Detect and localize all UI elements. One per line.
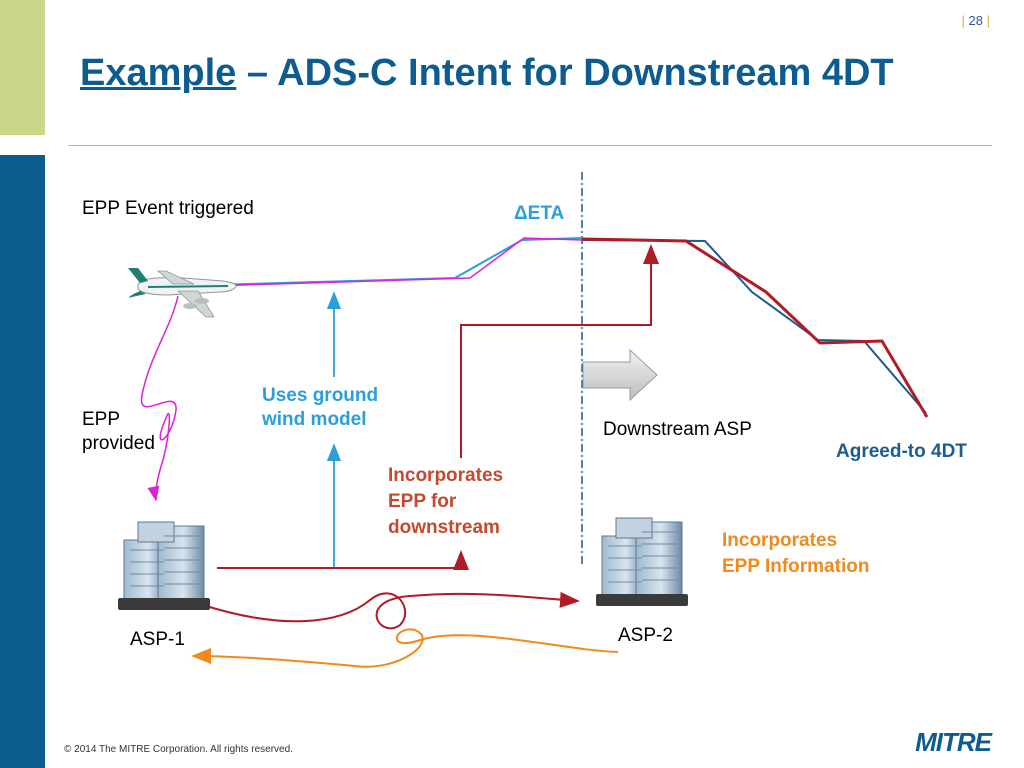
downstream-asp-label: Downstream ASP — [603, 419, 752, 440]
title-divider — [68, 145, 992, 146]
incorporates-info-label: Incorporates EPP Information — [722, 530, 870, 577]
page-number: | 28 | — [961, 13, 991, 28]
downstream-block-arrow — [582, 348, 658, 402]
epp-provided-arrow — [140, 295, 179, 502]
title-link[interactable]: Example — [80, 52, 237, 94]
epp-to-downstream-arrow — [217, 550, 469, 570]
airplane-icon — [128, 268, 237, 318]
uses-ground-wind-label: Uses ground wind model — [262, 385, 379, 430]
asp2-to-asp1-arrow — [191, 628, 619, 668]
left-accent-bar-bottom — [0, 155, 45, 768]
epp-event-label: EPP Event triggered — [82, 198, 254, 219]
left-accent-bar-top — [0, 0, 45, 135]
asp1-to-asp2-arrow — [199, 591, 580, 630]
building-icon — [118, 521, 210, 610]
copyright-footer: © 2014 The MITRE Corporation. All rights… — [64, 744, 293, 755]
asp2-label: ASP-2 — [618, 625, 673, 646]
asp1-label: ASP-1 — [130, 629, 185, 650]
agreed-4dt-label: Agreed-to 4DT — [836, 441, 967, 462]
delta-eta-label: ΔETA — [514, 203, 565, 224]
incorporates-epp-label: Incorporates EPP for downstream — [388, 465, 504, 538]
slide-title: Example – ADS-C Intent for Downstream 4D… — [80, 52, 894, 94]
building-icon — [596, 517, 688, 606]
epp-provided-label: EPP provided — [82, 409, 155, 454]
trajectory-lines — [209, 237, 929, 418]
mitre-logo: MITRE — [915, 727, 992, 757]
epp-update-arrow — [460, 244, 659, 458]
